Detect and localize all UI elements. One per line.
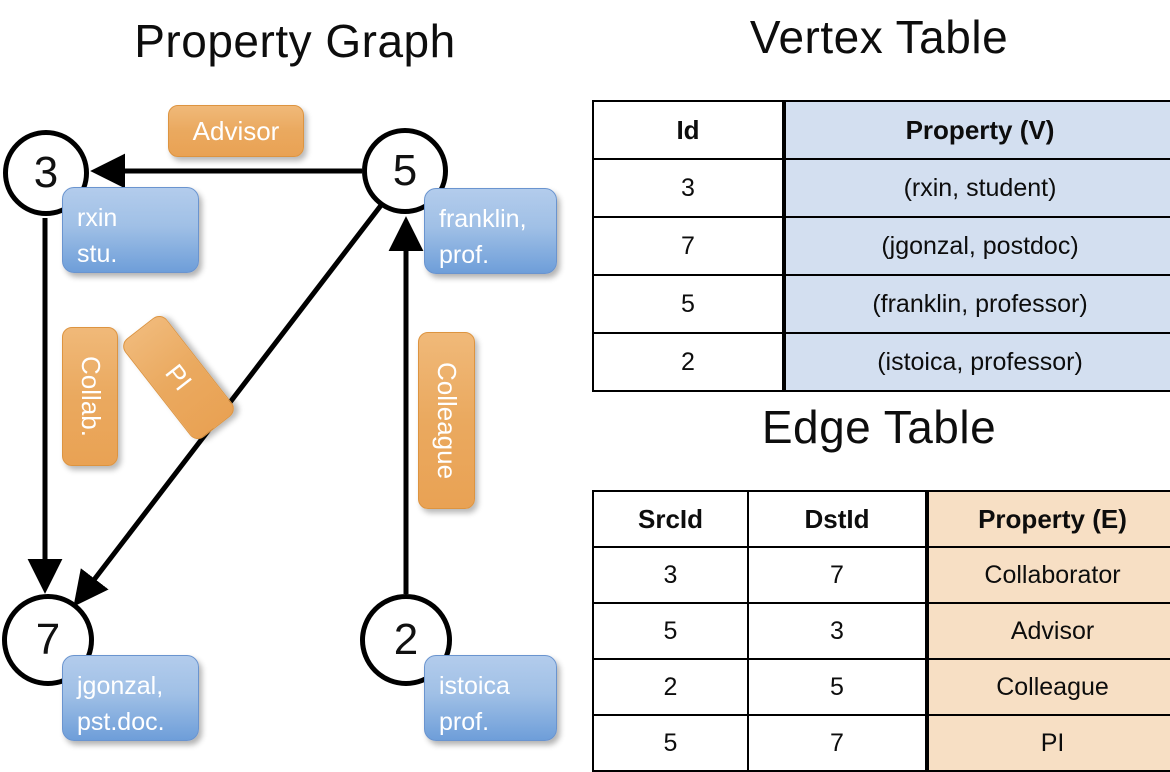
table-row: 3 7 Collaborator — [592, 546, 1170, 604]
edge-label-advisor-text: Advisor — [192, 115, 280, 146]
node-property-line2: prof. — [439, 241, 490, 270]
vertex-cell-id: 2 — [592, 332, 785, 392]
table-row: 2 (istoica, professor) — [592, 332, 1170, 392]
table-row: 3 (rxin, student) — [592, 158, 1170, 218]
edge-cell-property: Collaborator — [925, 546, 1170, 604]
vertex-cell-property: (jgonzal, postdoc) — [782, 216, 1170, 276]
edge-label-collab: Collab. — [62, 327, 118, 466]
edge-cell-srcid: 5 — [592, 602, 749, 660]
edge-table: SrcId DstId Property (E) 3 7 Collaborato… — [592, 490, 1170, 772]
table-row: 5 7 PI — [592, 714, 1170, 772]
graph-node-7-label: 7 — [35, 615, 61, 664]
property-graph-diagram: 3 5 7 2 rxin stu. franklin, prof. jgonza… — [0, 0, 590, 760]
edge-label-pi-text: PI — [159, 358, 199, 397]
vertex-cell-id: 5 — [592, 274, 785, 334]
edge-cell-property: PI — [925, 714, 1170, 772]
vertex-table-header-property: Property (V) — [782, 100, 1170, 160]
page-title-edge-table: Edge Table — [761, 401, 997, 453]
node-property-box-franklin: franklin, prof. — [424, 188, 557, 274]
vertex-table-header-row: Id Property (V) — [592, 100, 1170, 160]
table-row: 5 (franklin, professor) — [592, 274, 1170, 334]
edge-cell-dstid: 7 — [747, 714, 928, 772]
page-title-vertex-table: Vertex Table — [749, 11, 1009, 63]
edge-table-header-srcid: SrcId — [592, 490, 749, 548]
node-property-line1: istoica — [439, 672, 510, 700]
edge-cell-property: Colleague — [925, 658, 1170, 716]
graph-node-5[interactable]: 5 — [362, 128, 448, 214]
vertex-table: Id Property (V) 3 (rxin, student) 7 (jgo… — [592, 100, 1170, 392]
graph-node-2-label: 2 — [393, 615, 419, 664]
vertex-cell-property: (franklin, professor) — [782, 274, 1170, 334]
node-property-line1: rxin — [77, 204, 118, 232]
graph-node-3-label: 3 — [33, 148, 59, 197]
node-property-line2: stu. — [77, 240, 118, 269]
vertex-cell-property: (istoica, professor) — [782, 332, 1170, 392]
node-property-line1: jgonzal, — [77, 672, 164, 700]
edge-label-colleague-text: Colleague — [432, 361, 462, 480]
edge-cell-property: Advisor — [925, 602, 1170, 660]
vertex-table-header-id: Id — [592, 100, 785, 160]
node-property-line1: franklin, — [439, 205, 527, 233]
page-title-property-graph: Property Graph — [134, 15, 456, 67]
table-row: 2 5 Colleague — [592, 658, 1170, 716]
table-row: 5 3 Advisor — [592, 602, 1170, 660]
vertex-cell-id: 7 — [592, 216, 785, 276]
graph-node-5-label: 5 — [392, 146, 418, 195]
node-property-box-istoica: istoica prof. — [424, 655, 557, 741]
edge-cell-srcid: 5 — [592, 714, 749, 772]
table-row: 7 (jgonzal, postdoc) — [592, 216, 1170, 276]
edge-table-header-dstid: DstId — [747, 490, 928, 548]
vertex-cell-id: 3 — [592, 158, 785, 218]
graph-node-2[interactable]: 2 — [360, 594, 452, 686]
edge-table-header-property: Property (E) — [925, 490, 1170, 548]
edge-cell-srcid: 3 — [592, 546, 749, 604]
edge-cell-dstid: 5 — [747, 658, 928, 716]
vertex-cell-property: (rxin, student) — [782, 158, 1170, 218]
node-property-box-rxin: rxin stu. — [62, 187, 199, 273]
node-property-line2: pst.doc. — [77, 708, 165, 737]
edge-cell-dstid: 3 — [747, 602, 928, 660]
edge-label-advisor: Advisor — [168, 105, 304, 157]
edge-cell-srcid: 2 — [592, 658, 749, 716]
node-property-box-jgonzal: jgonzal, pst.doc. — [62, 655, 199, 741]
edge-table-header-row: SrcId DstId Property (E) — [592, 490, 1170, 548]
edge-label-colleague: Colleague — [418, 332, 475, 509]
edge-label-collab-text: Collab. — [75, 356, 106, 437]
node-property-line2: prof. — [439, 708, 490, 737]
edge-cell-dstid: 7 — [747, 546, 928, 604]
